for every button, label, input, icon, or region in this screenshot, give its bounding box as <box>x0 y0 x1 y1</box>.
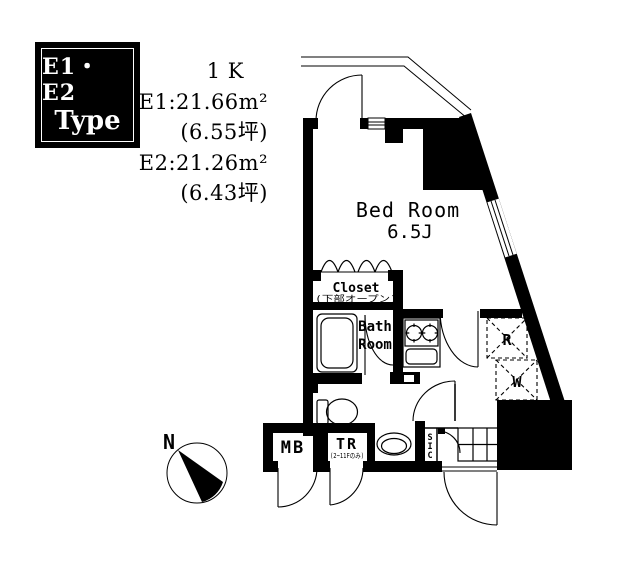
bedroom-label: Bed Room <box>356 198 460 222</box>
bathroom-door-arc <box>364 314 394 366</box>
refrigerator-label: R <box>502 331 512 349</box>
closet-label: Closet <box>333 281 380 296</box>
e1-tsubo: (6.55坪) <box>180 120 268 144</box>
trunk-room-note-label: (2~11Fのみ) <box>330 452 364 460</box>
washroom-door-arc <box>412 380 456 422</box>
shoe-closet-label: S I C <box>427 433 432 461</box>
svg-text:I: I <box>427 442 432 452</box>
room-labels: Bed Room 6.5J Closet (下部オープン) Bath Room … <box>281 198 523 461</box>
trunk-room-label: TR <box>336 435 358 453</box>
svg-text:C: C <box>427 451 432 461</box>
bathroom-label-1: Bath <box>358 319 392 335</box>
washer-space <box>495 359 538 401</box>
shoe-closet-door-arc <box>437 430 461 454</box>
compass: N <box>163 430 228 504</box>
wash-basin <box>376 432 412 456</box>
unit-type-badge: E1・E2 Type <box>35 42 140 148</box>
area-info: 1 K E1:21.66m² (6.55坪) E2:21.26m² (6.43坪… <box>138 56 268 209</box>
closet-note-label: (下部オープン) <box>315 293 397 305</box>
e2-area: E2:21.26m² <box>138 150 268 175</box>
bathtub <box>316 313 358 373</box>
roof-outline <box>301 56 472 119</box>
kitchen-counter <box>402 317 441 368</box>
window-lines <box>367 117 514 257</box>
refrigerator-space <box>486 317 528 359</box>
unit-type-name: E1・E2 <box>42 54 100 106</box>
bathroom-label-2: Room <box>358 337 392 353</box>
washer-label: W <box>512 373 522 391</box>
bedroom-top-door-arc <box>315 74 363 122</box>
toilet <box>316 398 359 426</box>
bedroom-size-label: 6.5J <box>387 221 433 243</box>
compass-needle-icon <box>178 450 223 502</box>
trunk-room-door-arc <box>329 467 364 506</box>
hallway-door-arc <box>439 310 479 368</box>
meter-box-label: MB <box>281 438 305 458</box>
compass-north-label: N <box>163 430 175 454</box>
closet-bifold-doors <box>320 259 393 273</box>
unit-type-word: Type <box>54 106 121 136</box>
unit-type-badge-frame: E1・E2 Type <box>41 48 134 142</box>
e1-area: E1:21.66m² <box>138 89 268 114</box>
meter-box-door-arc <box>277 467 318 508</box>
layout-type: 1 K <box>206 59 244 83</box>
entrance-door-arc <box>443 471 498 526</box>
appliance-spaces <box>486 317 538 401</box>
shoe-closet-grid <box>457 427 501 462</box>
svg-text:S: S <box>427 433 432 443</box>
kitchen-sink <box>405 348 438 365</box>
walls <box>263 113 572 472</box>
door-swings <box>277 74 498 526</box>
e2-tsubo: (6.43坪) <box>180 181 268 205</box>
